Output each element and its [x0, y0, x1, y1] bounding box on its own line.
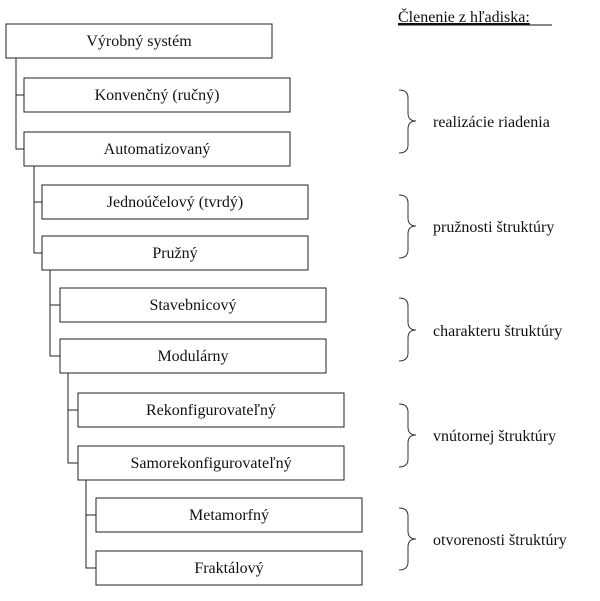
node-box-metamorfny [95, 497, 363, 533]
node-box-modularny [59, 338, 327, 374]
node-box-jednoucelovy [41, 184, 309, 220]
brace-icon-4 [398, 403, 417, 468]
connector-level-4 [67, 372, 78, 464]
connector-level-2 [33, 165, 42, 254]
brace-icon-2 [398, 194, 417, 259]
criterion-label-4: vnútornej štruktúry [433, 428, 556, 445]
node-jednoucelovy: Jednoúčelový (tvrdý) [107, 194, 243, 211]
connector-level-5 [85, 480, 96, 569]
connector-level-3 [49, 269, 60, 357]
node-modularny: Modulárny [157, 348, 228, 365]
node-pruzny: Pružný [152, 245, 197, 262]
node-konvencny: Konvenčný (ručný) [95, 87, 220, 104]
brace-icon-1 [398, 89, 417, 154]
node-box-samorekonfigurovatelny [77, 445, 345, 481]
node-automatizovany: Automatizovaný [104, 141, 211, 158]
criterion-label-3: charakteru štruktúry [433, 323, 562, 340]
brace-icon-5 [398, 507, 417, 571]
root-box [5, 23, 273, 59]
node-metamorfny: Metamorfný [189, 507, 269, 524]
node-box-fraktalovy [95, 550, 363, 586]
criteria-header: Členenie z hľadiska: [398, 7, 530, 26]
braces [398, 89, 417, 571]
node-box-automatizovany [23, 131, 291, 167]
criterion-label-1: realizácie riadenia [433, 114, 550, 131]
node-box-konvencny [23, 77, 291, 113]
connector-lines [15, 58, 96, 569]
node-samorekonfigurovatelny: Samorekonfigurovateľný [130, 455, 291, 472]
criterion-label-2: pružnosti štruktúry [433, 219, 554, 236]
node-fraktalovy: Fraktálový [194, 560, 263, 577]
node-box-rekonfigurovatelny [77, 392, 345, 428]
root-label: Výrobný systém [86, 33, 192, 50]
node-rekonfigurovatelny: Rekonfigurovateľný [146, 402, 276, 419]
node-box-stavebnicovy [59, 287, 327, 323]
node-box-pruzny [41, 235, 309, 271]
connector-level-1 [15, 58, 24, 150]
brace-icon-3 [398, 297, 417, 362]
node-stavebnicovy: Stavebnicový [149, 297, 236, 314]
criterion-label-5: otvorenosti štruktúry [433, 532, 567, 549]
